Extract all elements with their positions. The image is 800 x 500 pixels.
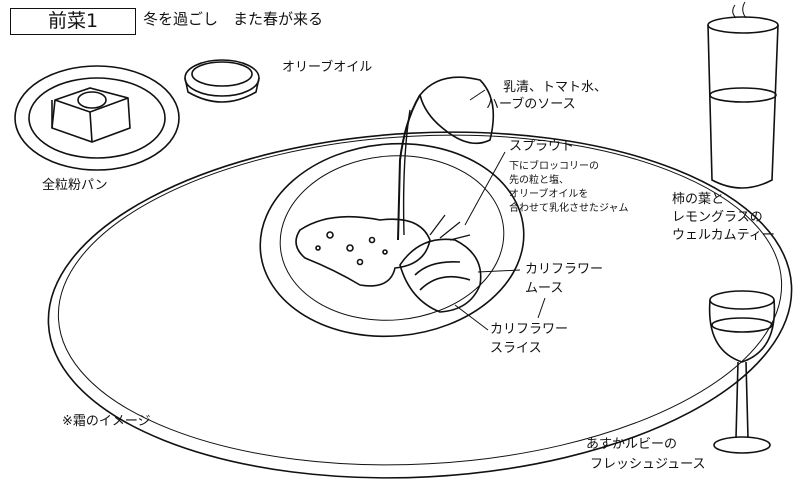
pitcher (397, 76, 495, 241)
leader-lines (454, 89, 546, 331)
label-juice-line1: あすかルビーの (586, 437, 678, 452)
cauliflower (399, 214, 482, 313)
label-slice-line1: カリフラワー (490, 322, 569, 337)
course-title: 前菜1 (10, 8, 136, 35)
label-bread: 全粒粉パン (42, 178, 108, 193)
label-mousse-line2: ムース (525, 281, 564, 296)
main-plate (47, 131, 793, 479)
label-sauce-line1: 乳清、トマト水、 (503, 80, 608, 95)
label-tea-line2: レモングラスの (672, 210, 763, 225)
label-tea-line1: 柿の葉と (672, 192, 725, 207)
label-sprout: スプラウト (509, 139, 575, 154)
label-jam-line2: 先の粒と塩、 (509, 175, 569, 186)
label-mousse-line1: カリフラワー (525, 262, 604, 277)
olive-oil-dish (184, 59, 260, 103)
wine-glass (708, 290, 776, 454)
label-olive-oil: オリーブオイル (282, 60, 373, 75)
label-jam-line3: オリーブオイルを (509, 189, 589, 200)
label-juice-line2: フレッシュジュース (590, 457, 706, 472)
frost-note: ※霜のイメージ (62, 414, 151, 429)
label-sauce-line2: ハーブのソース (486, 97, 576, 112)
label-jam-line1: 下にブロッコリーの (509, 161, 599, 172)
course-theme: 冬を過ごし また春が来る (143, 10, 324, 28)
bread-plate (14, 65, 180, 171)
sauce-pool (295, 215, 431, 287)
label-slice-line2: スライス (490, 341, 542, 356)
label-jam-line4: 合わせて乳化させたジャム (509, 203, 629, 214)
tea-glass (707, 1, 779, 189)
label-tea-line3: ウェルカムティー (672, 228, 775, 243)
